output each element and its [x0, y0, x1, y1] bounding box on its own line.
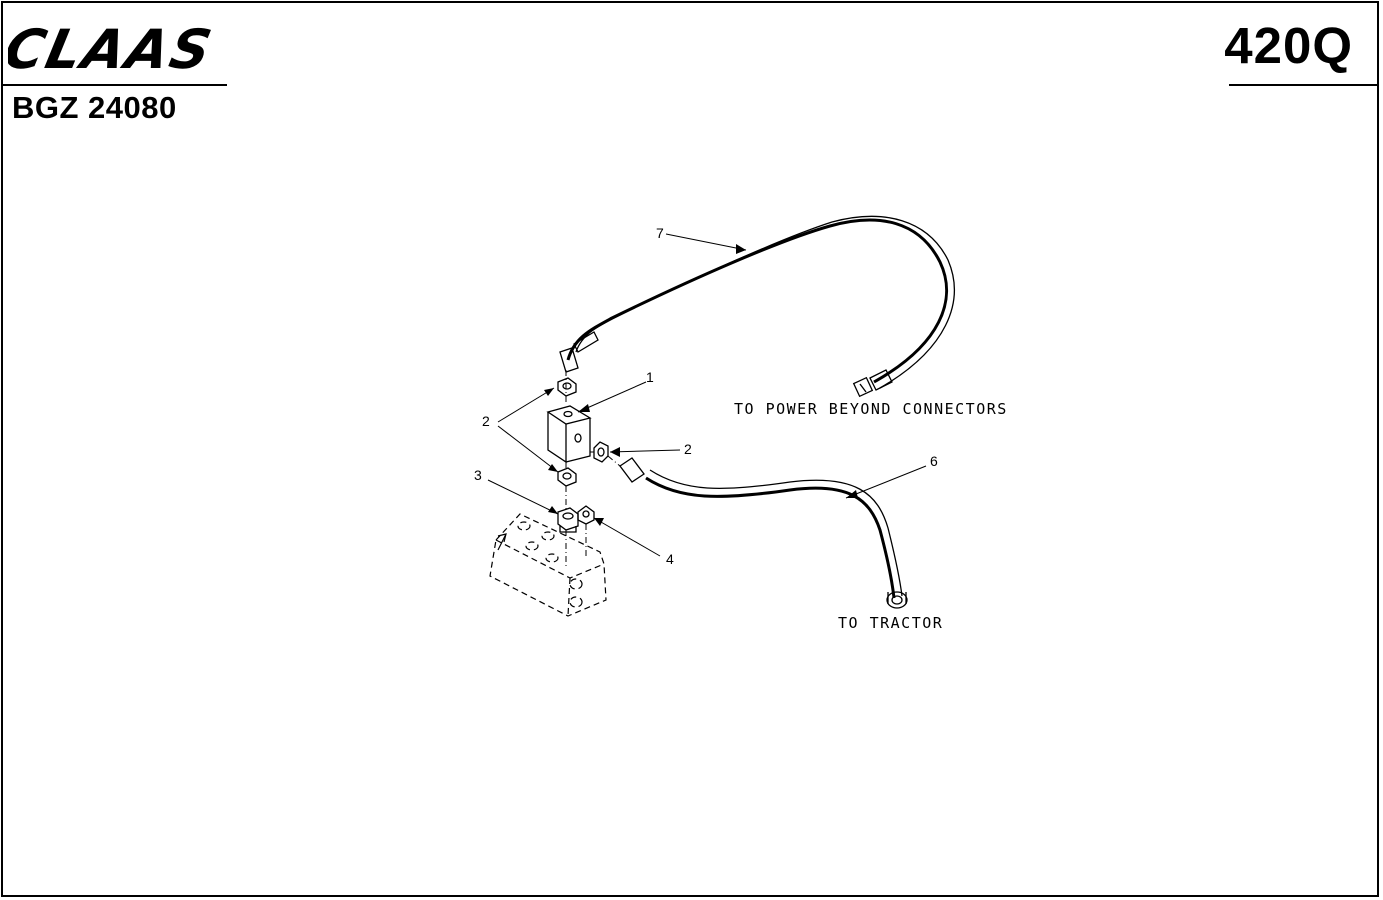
callout-3: 3 — [474, 467, 482, 483]
leader-lines — [487, 233, 927, 557]
logo-underline — [3, 84, 227, 86]
leader-arrowheads — [544, 244, 858, 526]
label-to-tractor: TO TRACTOR — [838, 614, 943, 632]
fitting-3 — [557, 507, 579, 533]
adapter-fitting-bottom — [557, 467, 577, 487]
adapter-fitting-top — [557, 377, 577, 397]
valve-block-phantom — [489, 513, 607, 617]
hose-7 — [559, 215, 955, 398]
callout-2-left: 2 — [482, 413, 490, 429]
claas-logo: CLAAS — [0, 18, 240, 81]
hose-6 — [619, 457, 908, 609]
adapter-fitting-side — [593, 441, 609, 463]
callout-2-right: 2 — [684, 441, 692, 457]
callout-7: 7 — [656, 225, 664, 241]
document-code: BGZ 24080 — [12, 90, 177, 125]
model-underline — [1229, 84, 1377, 86]
label-to-power-beyond: TO POWER BEYOND CONNECTORS — [734, 400, 1008, 418]
tee-block-1 — [546, 405, 592, 464]
callout-4: 4 — [666, 551, 674, 567]
model-number: 420Q — [1224, 17, 1353, 74]
callout-1: 1 — [646, 369, 654, 385]
plug-4 — [577, 505, 595, 525]
assembly-centerlines — [565, 370, 621, 566]
callout-6: 6 — [930, 453, 938, 469]
svg-text:CLAAS: CLAAS — [8, 18, 219, 78]
